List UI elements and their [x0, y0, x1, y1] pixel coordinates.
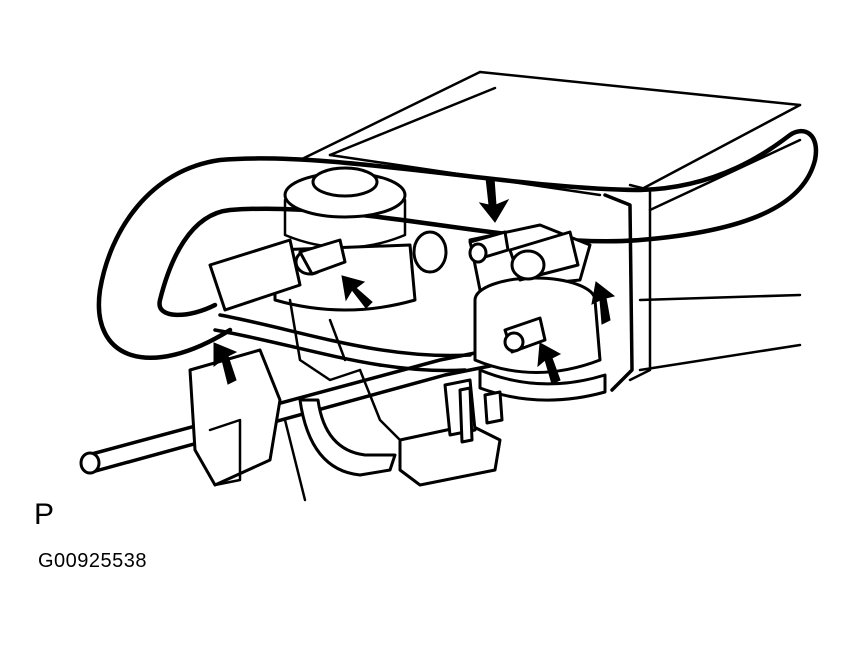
left-vacuum-valve	[208, 166, 448, 312]
arrow-icon	[591, 281, 616, 325]
figure-code-label: G00925538	[38, 550, 148, 572]
indicator-arrows	[213, 177, 616, 385]
arrow-icon	[213, 342, 238, 385]
arrow-icon	[341, 275, 373, 309]
right-vacuum-valve	[468, 223, 607, 402]
arrow-icon	[537, 342, 562, 385]
main-vacuum-hose	[96, 128, 819, 361]
view-letter-label: P	[34, 498, 55, 531]
arrow-icon	[478, 177, 510, 223]
lower-bracket-assembly	[188, 298, 504, 502]
